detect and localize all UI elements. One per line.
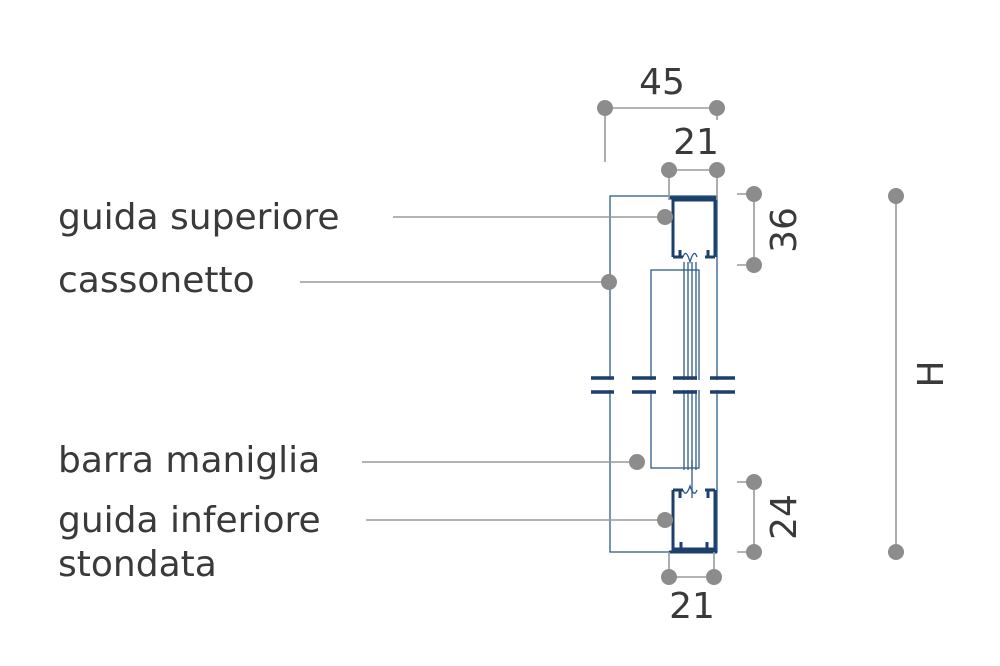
label-cassonetto: cassonetto [58,260,255,301]
dimension-total-width: 45 [597,62,725,162]
dimension-bottom-guide-width: 21 [661,552,722,627]
dimension-bottom-guide-height: 24 [737,474,805,560]
label-guida-superiore: guida superiore [58,197,340,238]
callout-guida-superiore: guida superiore [58,197,673,238]
dimension-bottom-guide-height-value: 24 [764,494,805,540]
top-guide-profile [669,196,717,265]
label-guida-inferiore-line1: guida inferiore [58,500,321,541]
label-guida-inferiore-line2: stondata [58,544,217,585]
bottom-guide-profile [669,483,717,554]
dimension-top-guide-width: 21 [661,122,725,200]
handle-bar-outline [650,269,700,469]
dimension-height: H [888,188,952,560]
dimension-total-width-value: 45 [639,62,685,103]
callout-barra-maniglia: barra maniglia [58,440,645,481]
dimension-top-guide-width-value: 21 [673,122,719,163]
callout-guida-inferiore: guida inferiore stondata [58,500,673,585]
dimension-top-guide-height: 36 [737,186,805,273]
break-marks [590,376,740,394]
dimension-top-guide-height-value: 36 [764,207,805,253]
dimension-bottom-guide-width-value: 21 [669,586,715,627]
label-barra-maniglia: barra maniglia [58,440,320,481]
cassonetto-outline [609,195,718,553]
dimension-height-value: H [911,360,952,387]
fabric-lines [683,262,697,498]
callout-cassonetto: cassonetto [58,260,617,301]
